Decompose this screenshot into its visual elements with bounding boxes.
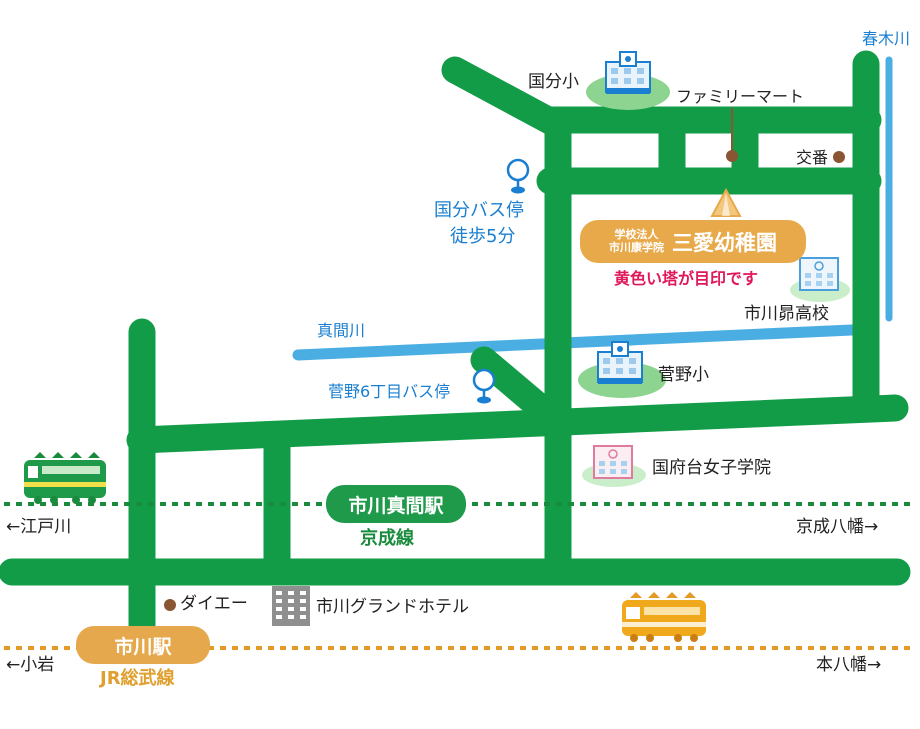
jr-station-name: 市川駅	[114, 635, 172, 658]
kokubun-school-label: 国分小	[528, 72, 579, 92]
hotel-label: 市川グランドホテル	[316, 597, 469, 617]
kindergarten-landmark-note: 黄色い塔が目印です	[614, 269, 759, 288]
koban-dot	[833, 151, 845, 163]
motoyawata-direction: 本八幡→	[816, 655, 882, 675]
subaru-school-label: 市川昴高校	[744, 304, 829, 324]
keisei-station-pill: 市川真間駅	[326, 485, 466, 523]
kindergarten-corp-line1: 学校法人	[614, 227, 659, 241]
green-train-icon	[24, 452, 106, 504]
bus-stop-pin-icon	[472, 368, 496, 404]
road-diagonal-sugano	[470, 346, 569, 434]
road-east-west-middle	[126, 394, 909, 454]
haruki-river-label: 春木川	[862, 29, 911, 48]
school-building-icon	[597, 341, 643, 384]
koiwa-direction: ←小岩	[6, 655, 55, 675]
school-building-icon	[605, 51, 651, 94]
kindergarten-pill: 学校法人 市川康学院 三愛幼稚園	[580, 220, 806, 263]
bus-stop-pin-icon	[506, 158, 530, 194]
sugano-school-label: 菅野小	[658, 365, 709, 385]
orange-train-icon	[622, 592, 706, 642]
kokubun-walk-label: 徒歩5分	[450, 226, 516, 247]
keisei-yawata-direction: 京成八幡→	[796, 517, 879, 537]
road-network	[0, 50, 911, 639]
yellow-tower-marker-icon	[710, 187, 742, 217]
koban-label: 交番	[796, 148, 829, 167]
daiei-label: ダイエー	[180, 594, 248, 614]
sugano-bus-stop-label: 菅野6丁目バス停	[328, 382, 451, 401]
kindergarten-corp-line2: 市川康学院	[609, 240, 664, 254]
keisei-line-label: 京成線	[360, 528, 414, 549]
keisei-station-name: 市川真間駅	[348, 494, 444, 517]
kokubun-bus-stop-label: 国分バス停	[434, 200, 524, 221]
familymart-dot	[726, 150, 738, 162]
hotel-building-icon	[272, 586, 310, 626]
jr-station-pill: 市川駅	[76, 626, 210, 664]
konodai-school-label: 国府台女子学院	[652, 458, 771, 478]
mama-river	[292, 324, 858, 361]
kindergarten-name: 三愛幼稚園	[672, 230, 777, 255]
familymart-label: ファミリーマート	[676, 87, 805, 106]
school-building-icon	[799, 257, 839, 291]
jr-line-label: JR総武線	[100, 668, 175, 689]
edogawa-direction: ←江戸川	[6, 517, 72, 537]
daiei-dot	[164, 599, 176, 611]
school-building-icon	[593, 445, 633, 479]
mama-river-label: 真間川	[317, 321, 366, 340]
kindergarten-corp: 学校法人 市川康学院	[609, 227, 664, 254]
